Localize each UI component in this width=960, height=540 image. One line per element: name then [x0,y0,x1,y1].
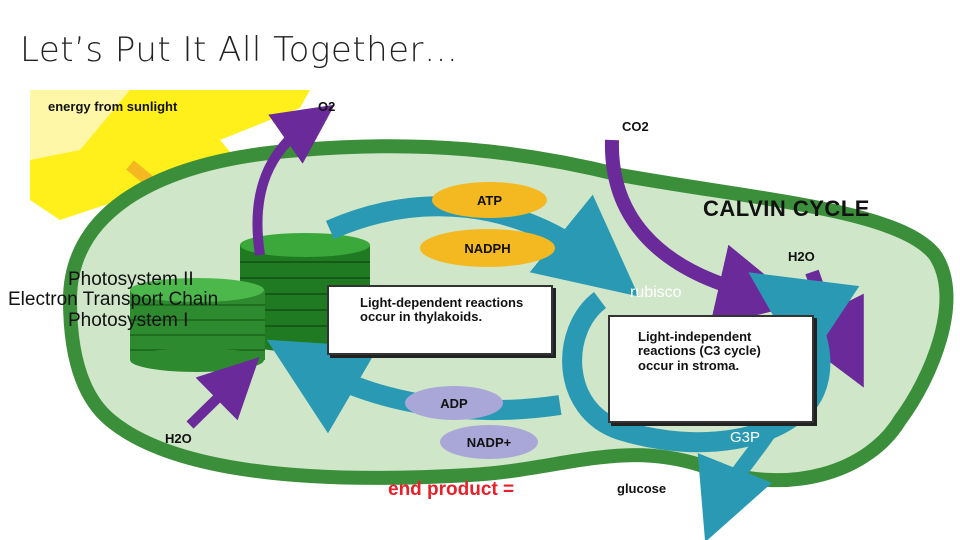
photosystem-i-label: Photosystem I [68,310,189,331]
g3p-label: G3P [730,429,761,446]
g3p-glucose-arrow [697,425,777,540]
h2o-bottom-label: H2O [165,431,192,446]
glucose-label: glucose [617,481,667,496]
calvin-cycle-label: CALVIN CYCLE [703,196,870,221]
light-dependent-box [327,285,553,355]
atp-oval: ATP [432,182,547,218]
nadp-oval: NADP+ [440,425,538,459]
h2o-top-label: H2O [788,249,815,264]
co2-arrow [604,139,801,327]
o2-arrow [252,104,335,256]
photosystem-ii-label: Photosystem II [68,269,194,290]
light-dependent-text: Light-dependent reactions occur in thyla… [360,295,524,325]
sun-rays [30,90,310,230]
h2o-in-arrow [186,357,260,429]
co2-label: CO2 [622,119,649,134]
rubisco-label: rubisco [630,284,682,301]
end-product-label: end product = [388,479,515,500]
electron-transport-label: Electron Transport Chain [8,289,219,310]
sunlight-label: energy from sunlight [48,99,178,114]
light-independent-box [608,315,814,423]
calvin-cycle-ring [562,272,860,453]
o2-label: O2 [318,99,336,114]
adp-oval: ADP [405,386,503,420]
light-independent-text: Light-independent reactions (C3 cycle) o… [638,329,761,373]
slide-title: Let’s Put It All Together… [20,30,459,70]
nadph-oval: NADPH [420,229,555,267]
